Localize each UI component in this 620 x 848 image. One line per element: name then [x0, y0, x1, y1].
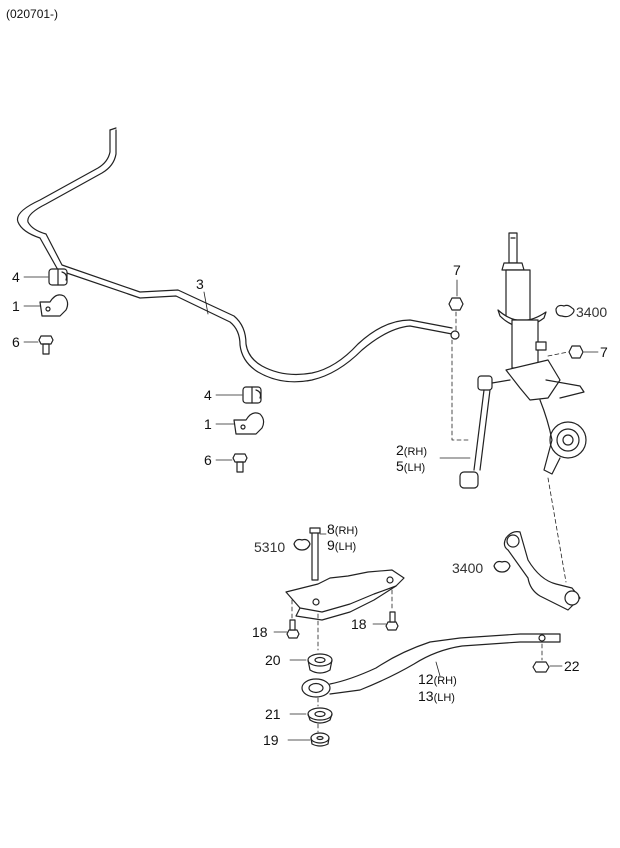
tension-rod: [301, 633, 561, 698]
subframe-bracket: [285, 569, 405, 621]
bolt-left: [38, 335, 54, 355]
callout-6b: 6: [204, 452, 212, 468]
callout-5-side: (LH): [403, 462, 426, 474]
nut-22: [532, 661, 550, 673]
callout-19: 19: [263, 732, 279, 748]
bushing-left: [48, 268, 68, 286]
callout-13-side: (LH): [433, 692, 455, 704]
strut-assembly: [497, 232, 587, 475]
callout-9: 9: [327, 537, 335, 553]
callout-8-rh: 8(RH): [327, 522, 358, 538]
bolt-18-left: [286, 619, 300, 639]
bushing-21: [307, 707, 333, 724]
callout-13: 13: [418, 688, 434, 704]
callout-8: 8: [327, 521, 335, 537]
callout-3400-upper: 3400: [576, 304, 608, 320]
callout-7a: 7: [453, 262, 461, 278]
callout-5310: 5310: [254, 539, 286, 555]
callout-2-rh: 2(RH): [396, 443, 427, 459]
date-code: (020701-): [6, 7, 59, 21]
ref-3400-upper-symbol: [555, 304, 575, 318]
callout-18b: 18: [351, 616, 367, 632]
callout-2: 2: [396, 442, 404, 458]
bolt-mid: [232, 453, 248, 473]
callout-12-side: (RH): [433, 675, 457, 687]
callout-21: 21: [265, 706, 281, 722]
bracket-mid: [233, 412, 265, 435]
callout-22: 22: [564, 658, 580, 674]
leader-3: [203, 291, 209, 315]
lower-control-arm: [503, 531, 581, 611]
callout-12: 12: [418, 671, 434, 687]
callout-3: 3: [196, 276, 204, 292]
callout-5-lh: 5(LH): [396, 459, 425, 475]
callout-2-side: (RH): [403, 446, 428, 458]
callout-9-lh: 9(LH): [327, 538, 356, 554]
bushing-mid: [242, 386, 262, 404]
callout-5: 5: [396, 458, 404, 474]
link-dash: [451, 339, 471, 441]
bushing-20: [307, 653, 333, 674]
nut-7-strut: [568, 345, 584, 359]
long-bolt-8-9: [309, 527, 321, 581]
callout-12-rh: 12(RH): [418, 672, 457, 688]
callout-1b: 1: [204, 416, 212, 432]
callout-4b: 4: [204, 387, 212, 403]
callout-9-side: (LH): [334, 541, 357, 553]
callout-18a: 18: [252, 624, 268, 640]
callout-3400-lower: 3400: [452, 560, 484, 576]
ref-3400-lower-symbol: [493, 560, 511, 573]
bracket-left: [39, 294, 69, 317]
nut-19: [310, 732, 330, 747]
nut-7-upper: [448, 297, 464, 311]
leader-12-13: [435, 661, 441, 677]
callout-4a: 4: [12, 269, 20, 285]
stabilizer-link: [459, 375, 511, 489]
callout-13-lh: 13(LH): [418, 689, 455, 705]
callout-6a: 6: [12, 334, 20, 350]
stabilizer-bar: [16, 127, 453, 383]
callout-20: 20: [265, 652, 281, 668]
strut-dash: [547, 477, 567, 583]
callout-8-side: (RH): [334, 525, 359, 537]
callout-1a: 1: [12, 298, 20, 314]
callout-7b: 7: [600, 344, 608, 360]
bolt-18-right: [385, 611, 399, 631]
ref-5310-symbol: [293, 538, 311, 551]
